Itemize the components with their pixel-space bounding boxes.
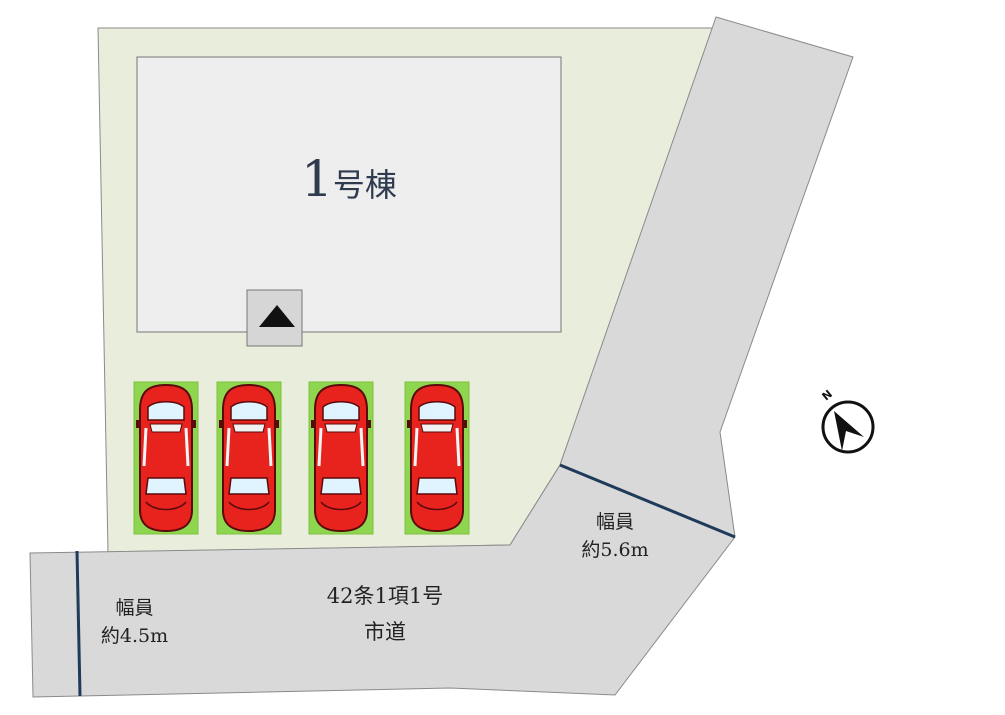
- car-3: [307, 380, 375, 536]
- building-footprint: [136, 56, 562, 333]
- main-road-label: 42条1項1号 市道: [300, 578, 470, 650]
- east-road-width-title: 幅員: [595, 511, 634, 533]
- north-label: N: [820, 387, 835, 403]
- west-road-width-label: 幅員 約4.5m: [82, 594, 187, 650]
- west-road-width-line: [75, 550, 82, 697]
- building-name: 1号棟: [137, 150, 561, 208]
- car-4: [403, 380, 471, 536]
- north-arrow-icon: [834, 411, 864, 451]
- east-road-width-label: 幅員 約5.6m: [560, 508, 670, 564]
- building-number: 1: [301, 150, 333, 208]
- east-road-width-value: 約5.6m: [581, 539, 649, 561]
- building-suffix: 号棟: [332, 166, 397, 204]
- road-classification: 42条1項1号: [326, 584, 444, 608]
- east-road-width-line: [559, 463, 736, 539]
- road-type: 市道: [364, 620, 406, 644]
- car-1: [132, 380, 200, 536]
- car-2: [215, 380, 283, 536]
- road-area: [29, 16, 854, 698]
- west-road-width-title: 幅員: [115, 597, 154, 619]
- west-road-width-value: 約4.5m: [100, 625, 169, 647]
- entrance-triangle-icon: [259, 305, 295, 327]
- compass: N: [820, 387, 875, 454]
- entrance-marker: [246, 289, 303, 347]
